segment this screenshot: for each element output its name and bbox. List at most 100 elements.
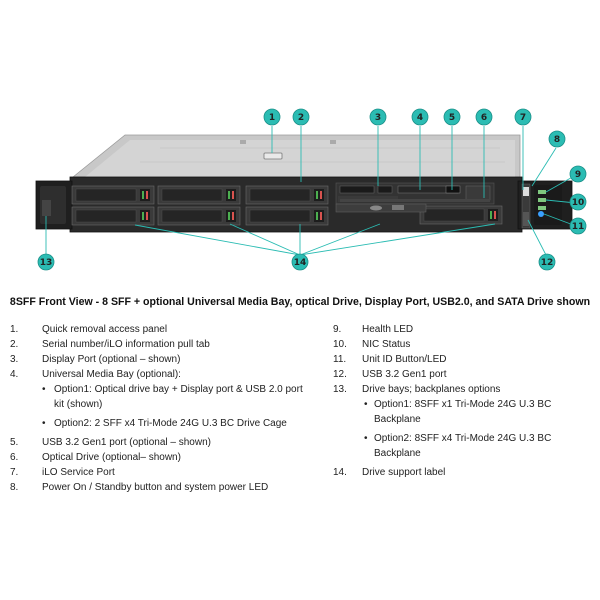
legend-text: Universal Media Bay (optional): <box>42 369 181 380</box>
legend-number: 6. <box>10 452 19 463</box>
callout-number: 5 <box>449 113 455 123</box>
callout-4: 4 <box>411 108 429 126</box>
callout-number: 6 <box>481 113 487 123</box>
legend-number: 4. <box>10 369 19 380</box>
legend-text: Quick removal access panel <box>42 324 168 335</box>
legend-item: 1. Quick removal access panel <box>10 322 310 337</box>
legend-number: 14. <box>333 467 347 478</box>
legend-item: 2. Serial number/iLO information pull tab <box>10 337 310 352</box>
legend-item: 8. Power On / Standby button and system p… <box>10 480 310 495</box>
bullet-icon: • <box>364 433 368 444</box>
legend-number: 1. <box>10 324 19 335</box>
legend-number: 3. <box>10 354 19 365</box>
legend-number: 13. <box>333 384 347 395</box>
legend-number: 2. <box>10 339 19 350</box>
legend-sub-text: Option2: 2 SFF x4 Tri-Mode 24G U.3 BC Dr… <box>54 418 287 429</box>
legend-number: 9. <box>333 324 342 335</box>
bullet-icon: • <box>42 384 46 395</box>
legend-sub-item: • Option1: Optical drive bay + Display po… <box>10 382 310 412</box>
callout-8: 8 <box>548 130 566 148</box>
legend-sub-text: Option2: 8SFF x4 Tri-Mode 24G U.3 BC Bac… <box>374 433 552 459</box>
callout-number: 3 <box>375 113 381 123</box>
legend-item: 13. Drive bays; backplanes options <box>333 382 595 397</box>
legend-text: USB 3.2 Gen1 port (optional – shown) <box>42 437 211 448</box>
drive-bays <box>71 185 503 226</box>
legend-item: 9. Health LED <box>333 322 595 337</box>
legend-text: Drive support label <box>362 467 446 478</box>
callout-1: 1 <box>263 108 281 126</box>
legend-item: 14. Drive support label <box>333 465 595 480</box>
legend-number: 12. <box>333 369 347 380</box>
callout-number: 2 <box>298 113 304 123</box>
drive-bay[interactable] <box>157 206 241 226</box>
legend-sub-text: Option1: Optical drive bay + Display por… <box>54 384 303 410</box>
legend-text: NIC Status <box>362 339 411 350</box>
drive-bay[interactable] <box>245 185 329 205</box>
callout-9: 9 <box>569 165 587 183</box>
callout-number: 4 <box>417 113 423 123</box>
legend-number: 7. <box>10 467 19 478</box>
legend-number: 11. <box>333 354 347 365</box>
access-panel-tab <box>263 152 283 160</box>
legend-text: USB 3.2 Gen1 port <box>362 369 447 380</box>
legend-sub-text: Option1: 8SFF x1 Tri-Mode 24G U.3 BC Bac… <box>374 399 552 425</box>
drive-bay[interactable] <box>71 206 155 226</box>
diagram-caption: 8SFF Front View - 8 SFF + optional Unive… <box>9 296 591 308</box>
legend-item: 10. NIC Status <box>333 337 595 352</box>
legend-text: Display Port (optional – shown) <box>42 354 181 365</box>
callout-10: 10 <box>569 193 587 211</box>
callout-number: 10 <box>572 198 585 208</box>
callout-number: 7 <box>520 113 526 123</box>
callout-number: 8 <box>554 135 560 145</box>
drive-bay[interactable] <box>245 206 329 226</box>
callout-11: 11 <box>569 217 587 235</box>
callout-12: 12 <box>538 253 556 271</box>
drive-support-label <box>42 200 51 216</box>
legend-sub-item: • Option2: 2 SFF x4 Tri-Mode 24G U.3 BC D… <box>10 416 310 431</box>
legend-sub-item: • Option2: 8SFF x4 Tri-Mode 24G U.3 BC Ba… <box>333 431 595 461</box>
legend-item: 11. Unit ID Button/LED <box>333 352 595 367</box>
legend-number: 10. <box>333 339 347 350</box>
legend-sub-item: • Option1: 8SFF x1 Tri-Mode 24G U.3 BC Ba… <box>333 397 595 427</box>
legend-text: Serial number/iLO information pull tab <box>42 339 210 350</box>
legend-text: Unit ID Button/LED <box>362 354 447 365</box>
callout-number: 14 <box>294 258 307 268</box>
callout-7: 7 <box>514 108 532 126</box>
callout-13: 13 <box>37 253 55 271</box>
drive-bay[interactable] <box>71 185 155 205</box>
drive-bay[interactable] <box>419 205 503 225</box>
legend-text: Optical Drive (optional– shown) <box>42 452 181 463</box>
legend-number: 8. <box>10 482 19 493</box>
callout-6: 6 <box>475 108 493 126</box>
legend-item: 6. Optical Drive (optional– shown) <box>10 450 310 465</box>
callout-number: 9 <box>575 170 581 180</box>
legend-item: 4. Universal Media Bay (optional): <box>10 367 310 382</box>
legend-text: iLO Service Port <box>42 467 115 478</box>
callout-number: 1 <box>269 113 275 123</box>
legend-item: 12. USB 3.2 Gen1 port <box>333 367 595 382</box>
bullet-icon: • <box>42 418 46 429</box>
legend-item: 7. iLO Service Port <box>10 465 310 480</box>
legend-right-column: 9. Health LED 10. NIC Status 11. Unit ID Butt… <box>333 322 595 480</box>
callout-number: 13 <box>40 258 53 268</box>
bullet-icon: • <box>364 399 368 410</box>
legend-number: 5. <box>10 437 19 448</box>
optical-drive <box>335 203 427 213</box>
legend-text: Health LED <box>362 324 414 335</box>
callout-2: 2 <box>292 108 310 126</box>
legend-text: Power On / Standby button and system pow… <box>42 482 269 493</box>
callout-number: 12 <box>541 258 554 268</box>
callout-5: 5 <box>443 108 461 126</box>
universal-media-bay <box>335 182 495 205</box>
chassis-top-cover <box>71 134 521 178</box>
control-panel <box>521 183 562 229</box>
legend-item: 3. Display Port (optional – shown) <box>10 352 310 367</box>
drive-bay[interactable] <box>157 185 241 205</box>
callout-3: 3 <box>369 108 387 126</box>
legend-left-column: 1. Quick removal access panel 2. Serial num… <box>10 322 310 495</box>
legend-item: 5. USB 3.2 Gen1 port (optional – shown) <box>10 435 310 450</box>
callout-14: 14 <box>291 253 309 271</box>
legend-text: Drive bays; backplanes options <box>362 384 501 395</box>
